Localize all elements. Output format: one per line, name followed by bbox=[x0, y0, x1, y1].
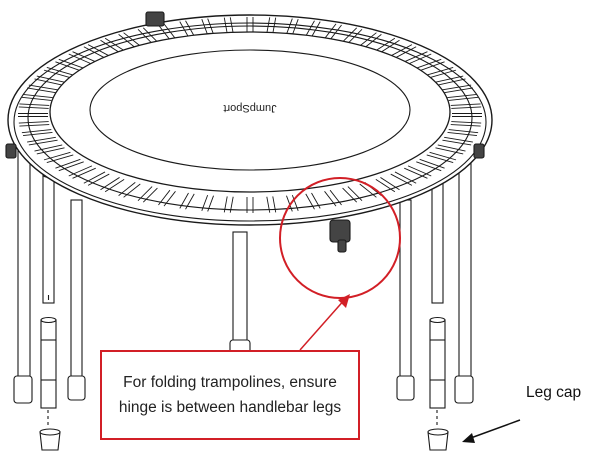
bungee-loop bbox=[450, 121, 482, 127]
bungee-loop bbox=[426, 67, 457, 79]
right-detached-leg bbox=[427, 172, 449, 451]
bungee-loop bbox=[375, 177, 400, 193]
bungee-loop bbox=[426, 151, 457, 163]
bungee-loop bbox=[55, 58, 84, 72]
left-hinge bbox=[5, 143, 17, 159]
hinge-highlight-circle bbox=[279, 177, 401, 299]
bungee-loop bbox=[18, 103, 50, 109]
callout-line-2: hinge is between handlebar legs bbox=[118, 399, 342, 416]
bungee-loop bbox=[100, 37, 125, 53]
bungee-loop bbox=[404, 165, 432, 179]
bungee-loop bbox=[27, 136, 58, 146]
bungee-loop bbox=[435, 75, 466, 86]
callout-pointer bbox=[299, 294, 350, 351]
bungee-loop bbox=[27, 84, 58, 94]
hinge-clips bbox=[5, 11, 485, 253]
bungee-loop bbox=[342, 186, 363, 203]
bungee-loop bbox=[137, 186, 158, 203]
bungee-loop bbox=[246, 17, 254, 33]
right-hinge bbox=[473, 143, 485, 159]
bungee-loop bbox=[179, 20, 195, 38]
bungee-loop bbox=[118, 32, 141, 49]
bungee-loop bbox=[435, 144, 466, 155]
back-leg bbox=[229, 231, 251, 367]
bungee-loop bbox=[55, 158, 84, 172]
bungee-loop bbox=[223, 196, 234, 213]
callout-line-1: For folding trampolines, ensure bbox=[123, 374, 337, 391]
bungee-loop bbox=[68, 51, 96, 65]
bungee-loop bbox=[324, 23, 342, 41]
bungee-loop bbox=[21, 93, 53, 101]
bungee-loop bbox=[286, 194, 299, 212]
back-hinge bbox=[145, 11, 165, 27]
bungee-loop bbox=[201, 18, 214, 36]
right-handlebar-leg bbox=[454, 126, 474, 404]
front-hinge bbox=[329, 219, 351, 243]
bungee-loop bbox=[43, 151, 74, 163]
bungee-cords bbox=[18, 17, 482, 213]
bungee-loop bbox=[266, 196, 277, 213]
left-handlebar-leg bbox=[13, 126, 33, 404]
bungee-loop bbox=[18, 113, 48, 117]
bungee-loop bbox=[68, 165, 96, 179]
trampoline-illustration bbox=[5, 11, 493, 451]
bungee-loop bbox=[179, 192, 195, 210]
bungee-loop bbox=[305, 192, 321, 210]
bungee-loop bbox=[359, 32, 382, 49]
bungee-loop bbox=[83, 171, 110, 186]
left-detached-leg bbox=[39, 172, 61, 451]
bungee-loop bbox=[201, 194, 214, 212]
inner-left-leg bbox=[67, 199, 86, 401]
bungee-loop bbox=[324, 189, 342, 207]
bungee-loop bbox=[246, 197, 254, 213]
bungee-loop bbox=[342, 27, 363, 44]
bungee-loop bbox=[442, 136, 473, 146]
bungee-loop bbox=[416, 158, 445, 172]
bungee-loop bbox=[404, 51, 432, 65]
bungee-loop bbox=[137, 27, 158, 44]
bungee-loop bbox=[375, 37, 400, 53]
hinge-callout-box: For folding trampolines, ensure hinge is… bbox=[100, 350, 360, 440]
bungee-loop bbox=[158, 23, 176, 41]
bungee-loop bbox=[83, 44, 110, 59]
bungee-loop bbox=[286, 18, 299, 36]
jump-mat bbox=[49, 31, 451, 193]
bungee-loop bbox=[450, 103, 482, 109]
bungee-loop bbox=[34, 75, 65, 86]
bungee-loop bbox=[416, 58, 445, 72]
bungee-loop bbox=[18, 121, 50, 127]
bungee-loop bbox=[305, 20, 321, 38]
bungee-loop bbox=[100, 177, 125, 193]
logo-text: JumpSport bbox=[223, 102, 276, 114]
mat-logo: JumpSport bbox=[223, 102, 276, 114]
bungee-loop bbox=[266, 17, 277, 34]
bungee-loop bbox=[34, 144, 65, 155]
bungee-loop bbox=[442, 84, 473, 94]
bungee-loop bbox=[118, 181, 141, 198]
bungee-loop bbox=[390, 44, 417, 59]
bungee-loop bbox=[447, 129, 479, 137]
bungee-loop bbox=[223, 17, 234, 34]
bungee-loop bbox=[447, 93, 479, 101]
bungee-loop bbox=[452, 113, 482, 117]
bungee-loop bbox=[158, 189, 176, 207]
leg-cap-label: Leg cap bbox=[526, 384, 582, 401]
bungee-loop bbox=[43, 67, 74, 79]
bungee-loop bbox=[390, 171, 417, 186]
bungee-loop bbox=[21, 129, 53, 137]
leg-cap-arrow bbox=[462, 419, 521, 443]
